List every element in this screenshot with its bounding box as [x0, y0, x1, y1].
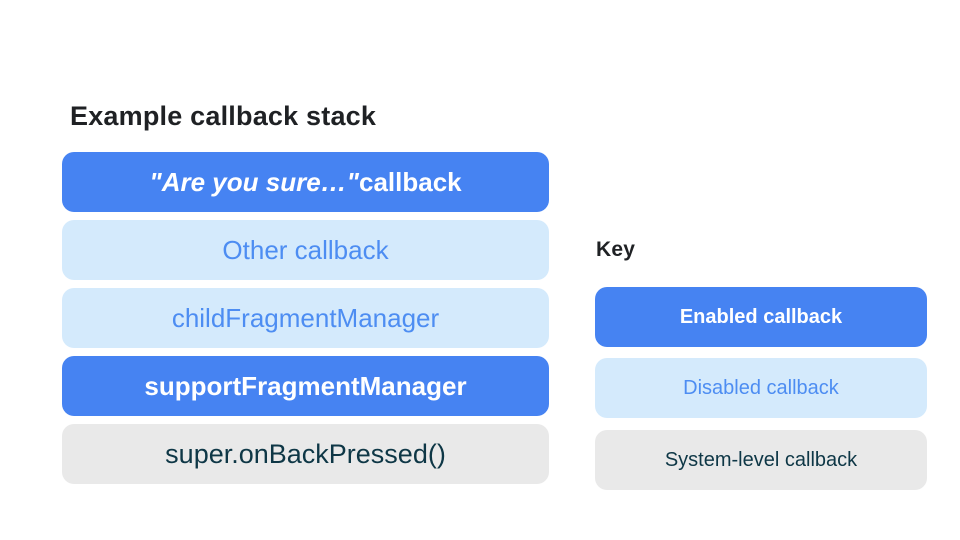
stack-item-child-fragment-manager: childFragmentManager [62, 288, 549, 348]
key-heading: Key [596, 238, 636, 261]
stack-item-label-italic: "Are you sure…" [149, 166, 359, 197]
key-item-system-level-callback: System-level callback [595, 430, 927, 490]
stack-item-are-you-sure-callback: "Are you sure…" callback [62, 152, 549, 212]
stack-item-support-fragment-manager: supportFragmentManager [62, 356, 549, 416]
key-item-enabled-callback: Enabled callback [595, 287, 927, 347]
stack-item-label: childFragmentManager [171, 302, 440, 333]
key-item-label: Enabled callback [679, 305, 843, 328]
stack-item-label-rest: callback [358, 166, 462, 197]
stack-item-label: super.onBackPressed() [165, 438, 446, 469]
stack-item-label: supportFragmentManager [144, 370, 467, 401]
key-item-disabled-callback: Disabled callback [595, 358, 927, 418]
key-item-label: Disabled callback [683, 376, 839, 399]
stack-item-super-onbackpressed: super.onBackPressed() [62, 424, 549, 484]
stack-item-label: Other callback [222, 234, 389, 265]
key-item-label: System-level callback [664, 448, 858, 471]
page-title: Example callback stack [70, 101, 377, 131]
stack-item-other-callback: Other callback [62, 220, 549, 280]
